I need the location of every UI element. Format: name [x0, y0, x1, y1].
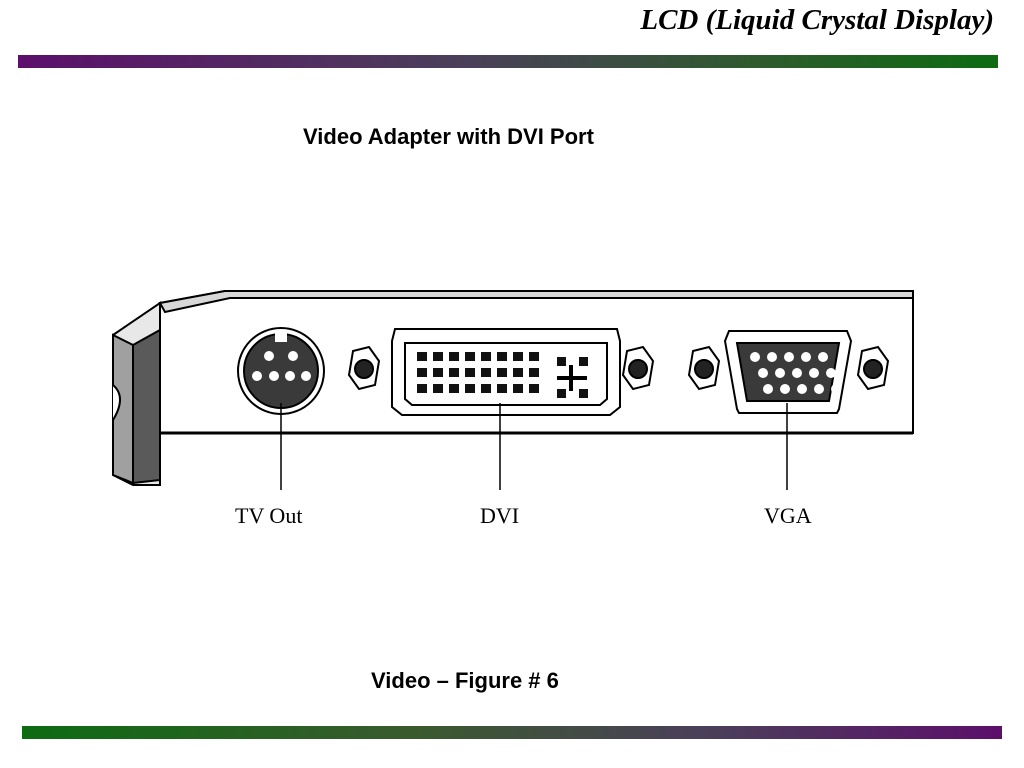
- dvi-pin: [449, 352, 459, 361]
- dvi-pin: [481, 384, 491, 393]
- dvi-pin: [513, 368, 523, 377]
- vga-port-icon: [723, 330, 853, 414]
- dvi-pin: [417, 368, 427, 377]
- bracket-tab: [112, 301, 161, 486]
- dvi-analog-pin: [557, 357, 566, 366]
- vga-label: VGA: [764, 503, 812, 528]
- dvi-pin: [433, 368, 443, 377]
- dvi-pin: [497, 352, 507, 361]
- dvi-pin: [529, 352, 539, 361]
- dvi-pin: [465, 384, 475, 393]
- dvi-label: DVI: [480, 503, 520, 528]
- dvi-port-icon: [391, 328, 621, 416]
- dvi-pin: [433, 384, 443, 393]
- dvi-pin: [449, 384, 459, 393]
- dvi-pin: [481, 352, 491, 361]
- dvi-pin: [497, 384, 507, 393]
- slide-title: LCD (Liquid Crystal Display): [640, 4, 994, 36]
- dvi-pin: [513, 352, 523, 361]
- dvi-pin: [481, 368, 491, 377]
- figure-heading: Video Adapter with DVI Port: [303, 124, 594, 149]
- dvi-analog-pin: [557, 389, 566, 398]
- dvi-pin: [513, 384, 523, 393]
- vga-screw-right-icon: [856, 345, 890, 391]
- dvi-pin: [529, 384, 539, 393]
- bottom-divider-bar: [22, 726, 1002, 739]
- vga-screw-left-icon: [687, 345, 721, 391]
- dvi-analog-pin: [579, 389, 588, 398]
- dvi-pin: [497, 368, 507, 377]
- dvi-pin: [465, 368, 475, 377]
- dvi-analog-pin: [579, 357, 588, 366]
- dvi-pin: [417, 384, 427, 393]
- tv-out-label: TV Out: [235, 503, 303, 528]
- s-video-port-icon: [237, 327, 325, 415]
- top-divider-bar: [18, 55, 998, 68]
- dvi-screw-right-icon: [621, 345, 655, 391]
- callout-lines: [280, 403, 788, 490]
- dvi-screw-left-icon: [347, 345, 381, 391]
- figure-caption: Video – Figure # 6: [371, 668, 559, 693]
- video-adapter-bracket-illustration: [112, 290, 914, 490]
- dvi-pin: [465, 352, 475, 361]
- dvi-pin: [529, 368, 539, 377]
- dvi-pin: [417, 352, 427, 361]
- dvi-pin: [449, 368, 459, 377]
- dvi-pin: [433, 352, 443, 361]
